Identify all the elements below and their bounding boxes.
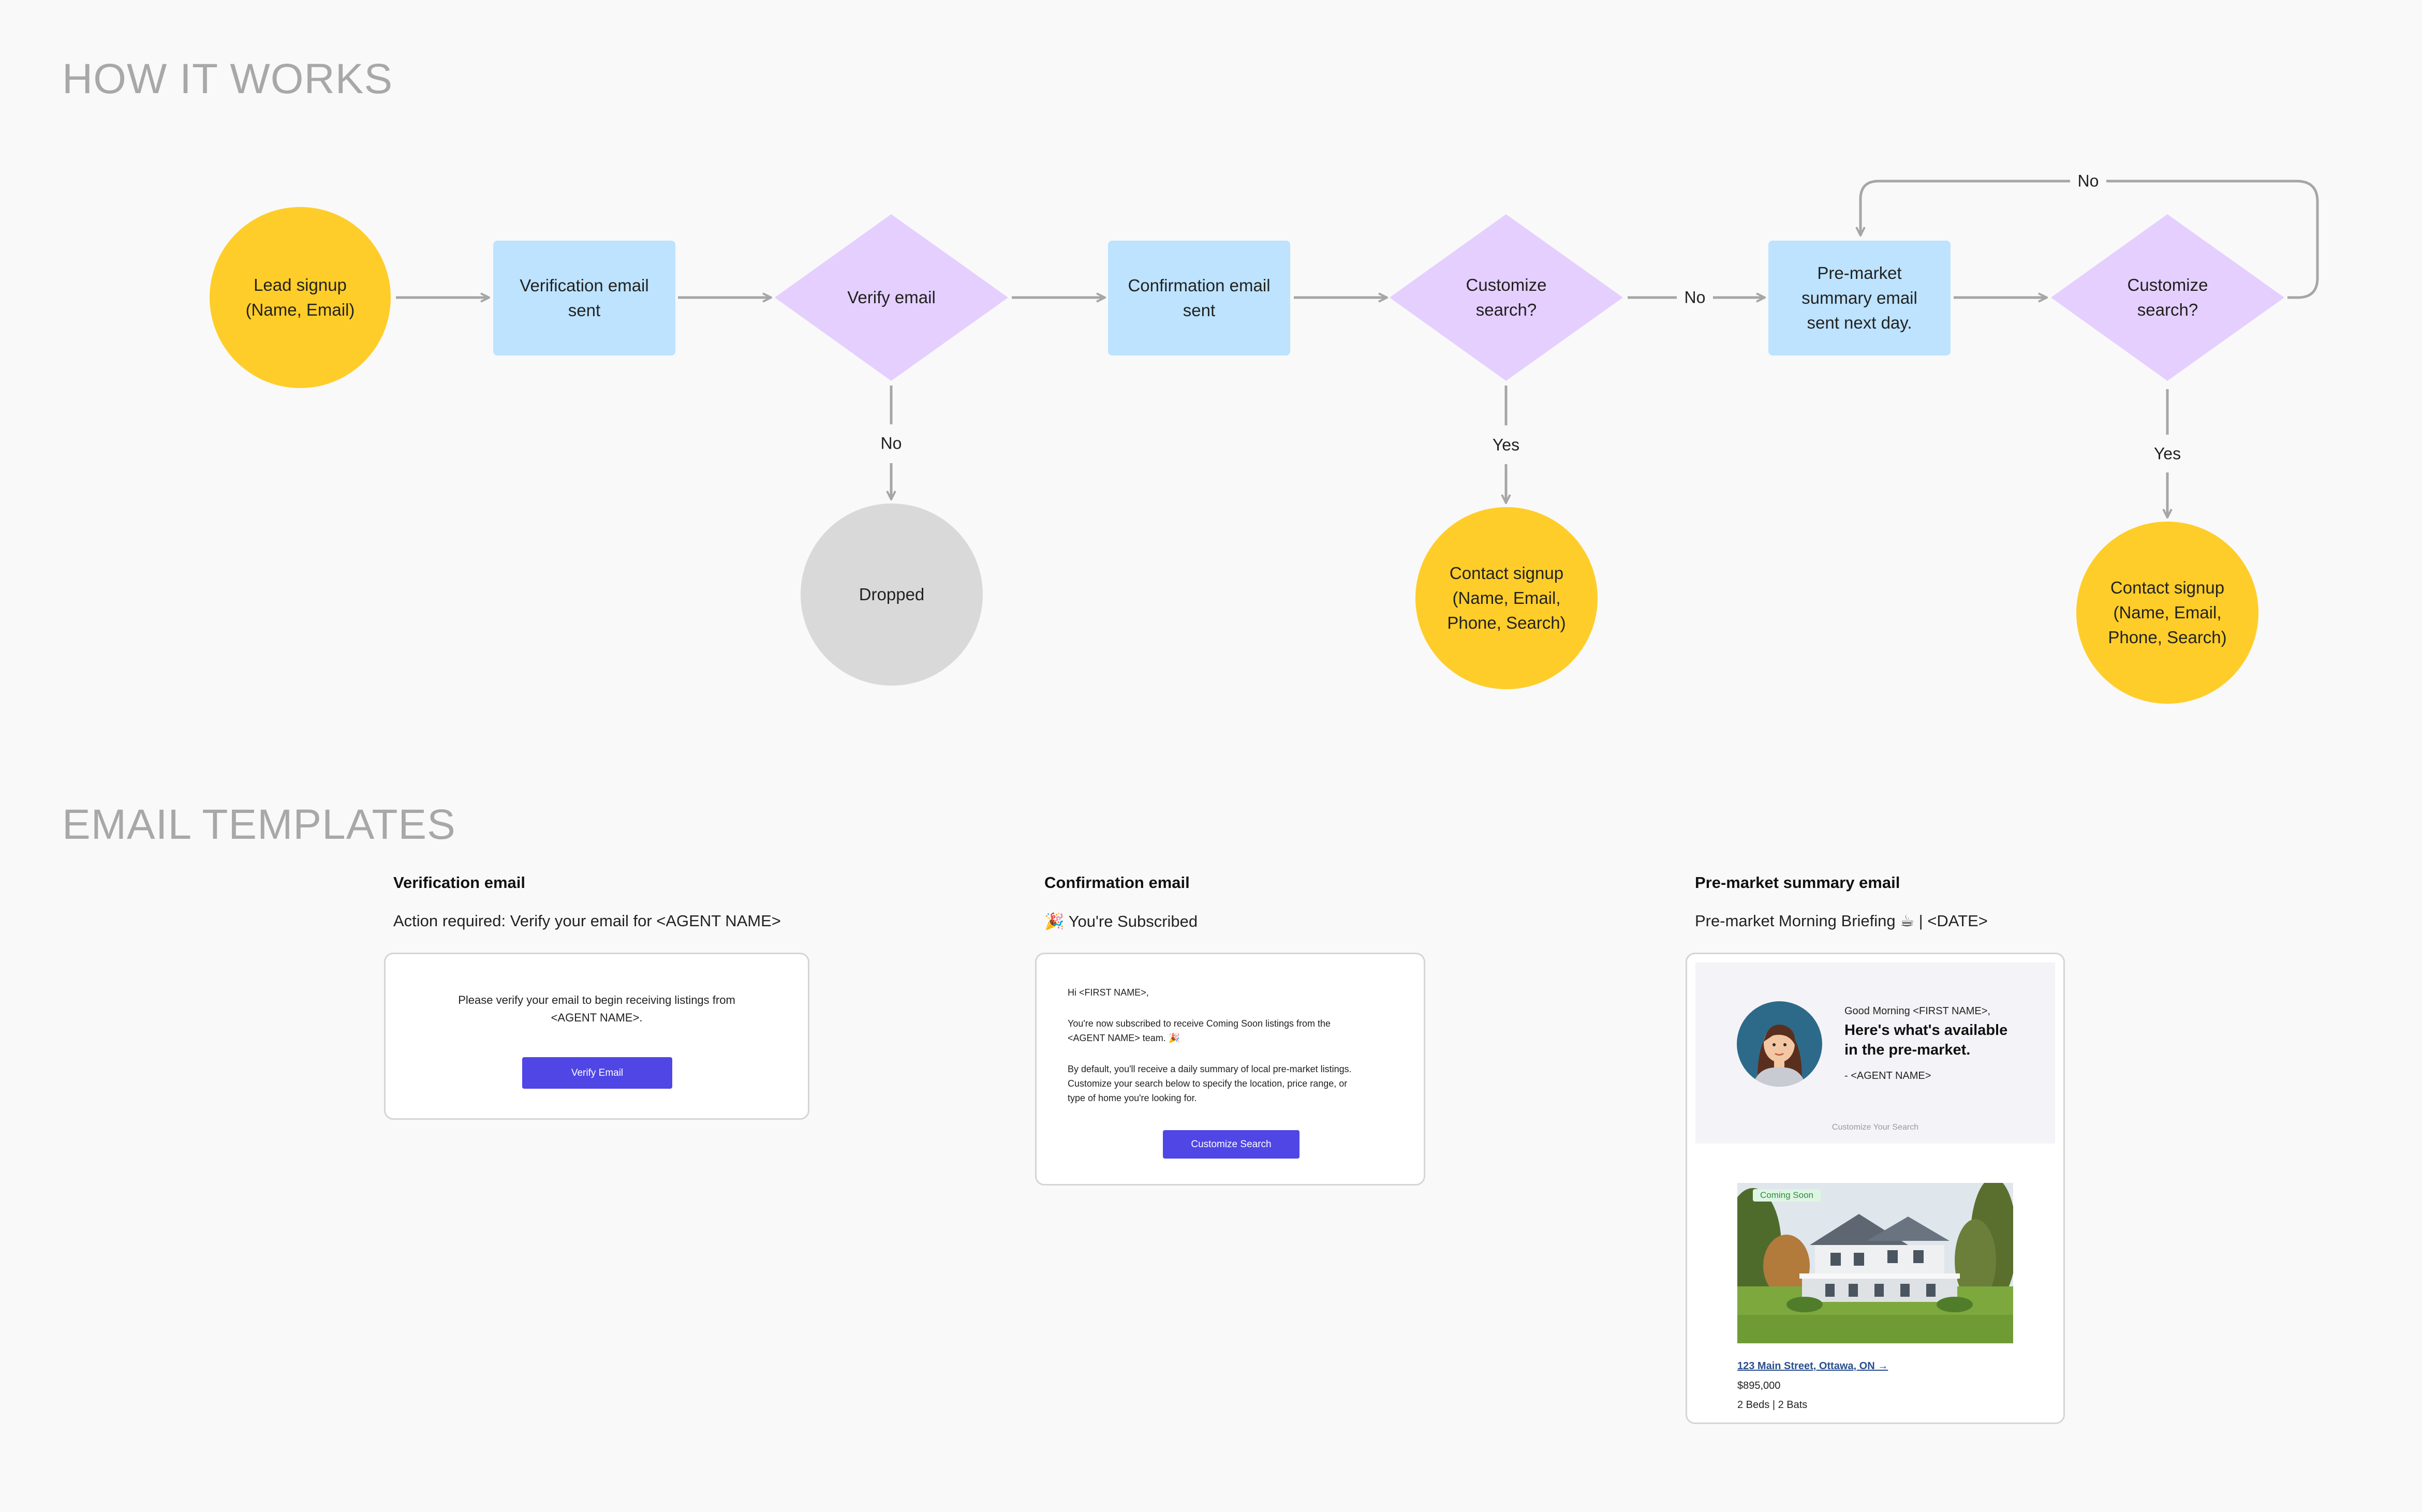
- yes-label-customize-1: Yes: [1488, 435, 1524, 455]
- premarket-email-card: Good Morning <FIRST NAME>, Here's what's…: [1686, 953, 2065, 1424]
- confirmation-template-name: Confirmation email: [1044, 873, 1190, 892]
- premarket-greeting: Good Morning <FIRST NAME>,: [1844, 1005, 1990, 1017]
- no-label-customize-1: No: [1680, 288, 1710, 307]
- confirmation-template-subject: 🎉 You're Subscribed: [1044, 912, 1198, 930]
- premarket-template-subject: Pre-market Morning Briefing ☕ | <DATE>: [1695, 912, 1988, 930]
- customize-search-label-2: Customize search?: [2127, 275, 2208, 319]
- listing-photo[interactable]: Coming Soon: [1737, 1183, 2013, 1343]
- verification-template-subject: Action required: Verify your email for <…: [393, 912, 781, 930]
- premarket-signoff: - <AGENT NAME>: [1844, 1070, 1931, 1081]
- yes-label-customize-2: Yes: [2149, 444, 2185, 464]
- premarket-summary-sent-node: Pre-market summary email sent next day.: [1768, 241, 1951, 355]
- connector-loop-back-right: [2106, 180, 2319, 299]
- contact-signup-node-2: Contact signup (Name, Email, Phone, Sear…: [2076, 522, 2258, 704]
- lead-signup-node: Lead signup (Name, Email): [210, 207, 391, 388]
- flow-connectors: [396, 180, 2319, 724]
- verify-email-decision: Verify email: [774, 213, 1009, 382]
- listing-price: $895,000: [1737, 1380, 1781, 1391]
- premarket-template-name: Pre-market summary email: [1695, 873, 1900, 892]
- how-it-works-title: HOW IT WORKS: [62, 55, 393, 102]
- verify-email-label: Verify email: [847, 288, 936, 307]
- confirmation-paragraph-2: By default, you'll receive a daily summa…: [1068, 1064, 1352, 1103]
- verification-email-sent-node: Verification email sent: [493, 241, 675, 355]
- contact-signup-node-1: Contact signup (Name, Email, Phone, Sear…: [1415, 507, 1598, 689]
- confirmation-paragraph-1: You're now subscribed to receive Coming …: [1068, 1018, 1331, 1043]
- verification-body-text: Please verify your email to begin receiv…: [458, 994, 735, 1024]
- email-templates-title: EMAIL TEMPLATES: [62, 801, 456, 848]
- verify-email-button[interactable]: Verify Email: [522, 1057, 672, 1089]
- connector-loop-back-left: [1860, 180, 2070, 235]
- customize-search-decision-1: Customize search?: [1389, 213, 1624, 382]
- customize-search-label-1: Customize search?: [1466, 275, 1547, 319]
- no-label-verify: No: [876, 434, 906, 453]
- premarket-headline: Here's what's available in the pre-marke…: [1844, 1022, 2008, 1058]
- agent-avatar: [1737, 1001, 1822, 1087]
- customize-search-decision-2: Customize search?: [2050, 213, 2285, 382]
- dropped-node: Dropped: [801, 503, 983, 686]
- listing-details: 2 Beds | 2 Bats: [1737, 1399, 1808, 1411]
- coming-soon-badge: Coming Soon: [1753, 1189, 1821, 1202]
- customize-your-search-link[interactable]: Customize Your Search: [1832, 1123, 1919, 1132]
- premarket-header-panel: Good Morning <FIRST NAME>, Here's what's…: [1695, 962, 2055, 1144]
- listing-address-link[interactable]: 123 Main Street, Ottawa, ON →: [1737, 1360, 1888, 1372]
- confirmation-email-card: Hi <FIRST NAME>, You're now subscribed t…: [1035, 953, 1425, 1185]
- verification-email-card: Please verify your email to begin receiv…: [384, 953, 809, 1120]
- verification-template-name: Verification email: [393, 873, 525, 892]
- confirmation-email-sent-node: Confirmation email sent: [1108, 241, 1290, 355]
- no-label-loop: No: [2073, 171, 2103, 191]
- customize-search-button[interactable]: Customize Search: [1163, 1130, 1299, 1159]
- confirmation-greeting: Hi <FIRST NAME>,: [1068, 987, 1149, 998]
